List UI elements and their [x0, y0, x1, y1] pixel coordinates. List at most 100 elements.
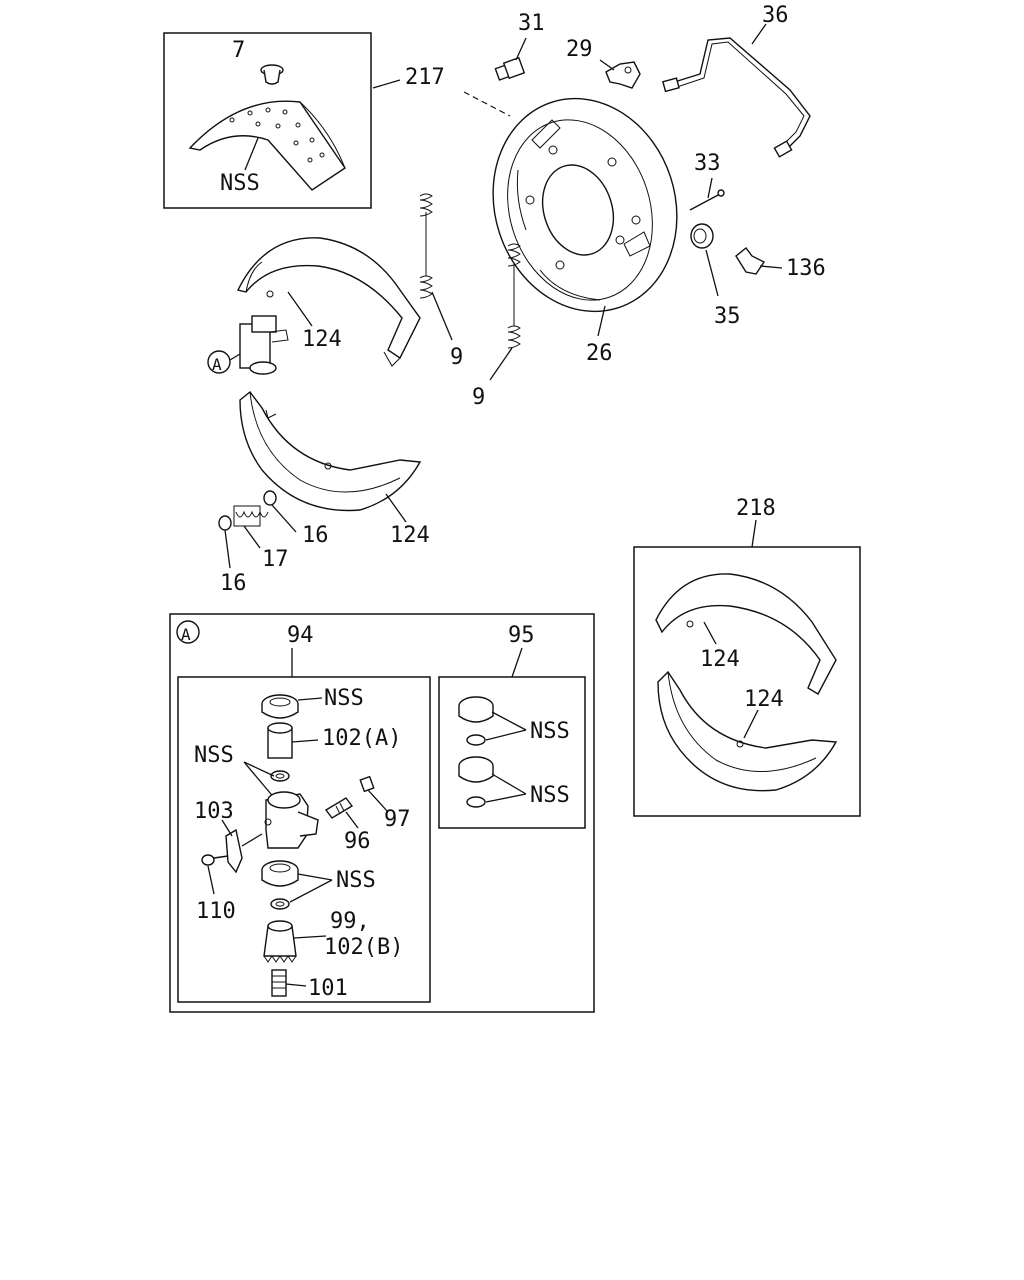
label-103: 103	[194, 799, 234, 824]
kit95-seal-lower	[466, 796, 486, 808]
label-96: 96	[344, 829, 371, 854]
brake-pipe-part-36	[662, 37, 811, 158]
label-124-kit-lower: 124	[744, 687, 784, 712]
kit-shoe-lower-part-124	[657, 670, 838, 792]
clip-part-136	[735, 247, 766, 275]
bleeder-screw-part-31	[494, 56, 526, 81]
kit95-cup-upper	[458, 696, 494, 723]
label-124-kit-upper: 124	[700, 647, 740, 672]
leader-nss-94-lower-b	[289, 879, 333, 903]
leader-95	[511, 647, 523, 678]
leader-124-lower	[385, 493, 407, 523]
label-29: 29	[566, 37, 593, 62]
bleeder-part-96	[324, 797, 354, 819]
leader-96	[345, 811, 359, 829]
label-33: 33	[694, 151, 721, 176]
leader-99-102b	[293, 935, 327, 939]
leader-nss-94-seal-a	[243, 761, 275, 777]
bracket-part-29	[605, 61, 641, 89]
leader-103-body	[241, 833, 263, 847]
assembly-dashed-line	[463, 91, 511, 117]
label-nss-95-lower: NSS	[530, 783, 570, 808]
seal-lower	[270, 898, 290, 910]
label-17: 17	[262, 547, 289, 572]
wheel-cylinder-kit-94-box	[177, 676, 431, 1003]
kit-shoe-upper-part-124	[655, 573, 837, 695]
label-7: 7	[232, 38, 245, 63]
brake-shoe-upper-part-124	[236, 237, 421, 367]
label-26: 26	[586, 341, 613, 366]
leader-35	[705, 249, 719, 297]
cap-part-97	[359, 775, 375, 793]
label-9-right: 9	[450, 345, 463, 370]
callout-a-circle	[207, 350, 231, 374]
label-136: 136	[786, 256, 826, 281]
leader-218	[751, 519, 757, 548]
bolt-part-110	[201, 854, 229, 866]
label-9-left: 9	[472, 385, 485, 410]
leader-124-kit-lower	[743, 709, 759, 739]
label-16-right: 16	[302, 523, 329, 548]
leader-16-right	[271, 504, 297, 533]
leader-101	[285, 983, 307, 987]
label-97: 97	[384, 807, 411, 832]
brake-lining-part	[188, 100, 346, 191]
label-101: 101	[308, 976, 348, 1001]
leader-nss-95-upper-a	[491, 711, 527, 731]
label-102b: 102(B)	[324, 935, 403, 960]
lining-kit-box	[163, 32, 372, 209]
leader-nss-lining	[244, 137, 259, 171]
leader-nss-94-lower-a	[297, 873, 333, 881]
plug-part-35	[690, 223, 714, 249]
leader-callout-a	[229, 353, 241, 361]
leader-102a	[291, 739, 319, 743]
rivet-part-7	[260, 64, 284, 85]
leader-217	[372, 79, 401, 89]
washer-part-16-left	[218, 515, 232, 531]
washer-part-16-right	[263, 490, 277, 506]
leader-9-right	[431, 291, 453, 341]
label-nss-lining: NSS	[220, 171, 260, 196]
leader-97	[367, 789, 389, 813]
brake-shoe-lower-part-124	[239, 391, 422, 512]
label-102a: 102(A)	[322, 726, 401, 751]
piston-lower-part-102b	[263, 920, 297, 963]
label-16-left: 16	[220, 571, 247, 596]
label-95: 95	[508, 623, 535, 648]
leader-136	[759, 265, 783, 269]
detail-a-circle	[176, 620, 200, 644]
leader-31	[515, 37, 527, 61]
label-callout-a: A	[212, 355, 222, 374]
leader-9-left	[489, 347, 513, 381]
spring-part-9-left	[507, 243, 521, 349]
dust-cup-lower	[261, 860, 299, 887]
leader-26	[597, 305, 606, 337]
leader-nss-94-cup	[297, 697, 323, 701]
label-nss-94-lower: NSS	[336, 868, 376, 893]
seal-upper	[270, 770, 290, 782]
pin-part-33	[689, 189, 725, 211]
label-35: 35	[714, 304, 741, 329]
label-124-lower: 124	[390, 523, 430, 548]
label-nss-94-cup: NSS	[324, 686, 364, 711]
kit95-seal-upper	[466, 734, 486, 746]
label-110: 110	[196, 899, 236, 924]
dust-cup-upper	[261, 694, 299, 719]
wheel-cylinder-part	[239, 315, 289, 375]
label-217: 217	[405, 65, 445, 90]
label-31: 31	[518, 11, 545, 36]
leader-nss-95-lower-b	[485, 793, 527, 803]
label-nss-94-seal: NSS	[194, 743, 234, 768]
label-nss-95-upper: NSS	[530, 719, 570, 744]
label-99: 99,	[330, 909, 370, 934]
leader-16-left	[224, 529, 231, 569]
label-124-upper: 124	[302, 327, 342, 352]
spring-part-17	[233, 505, 269, 527]
shoe-kit-box	[633, 546, 861, 817]
label-94: 94	[287, 623, 314, 648]
spring-part-9-right	[419, 193, 433, 299]
leader-nss-95-upper-b	[485, 729, 527, 741]
label-detail-a: A	[181, 625, 191, 644]
leader-124-upper	[287, 291, 313, 327]
